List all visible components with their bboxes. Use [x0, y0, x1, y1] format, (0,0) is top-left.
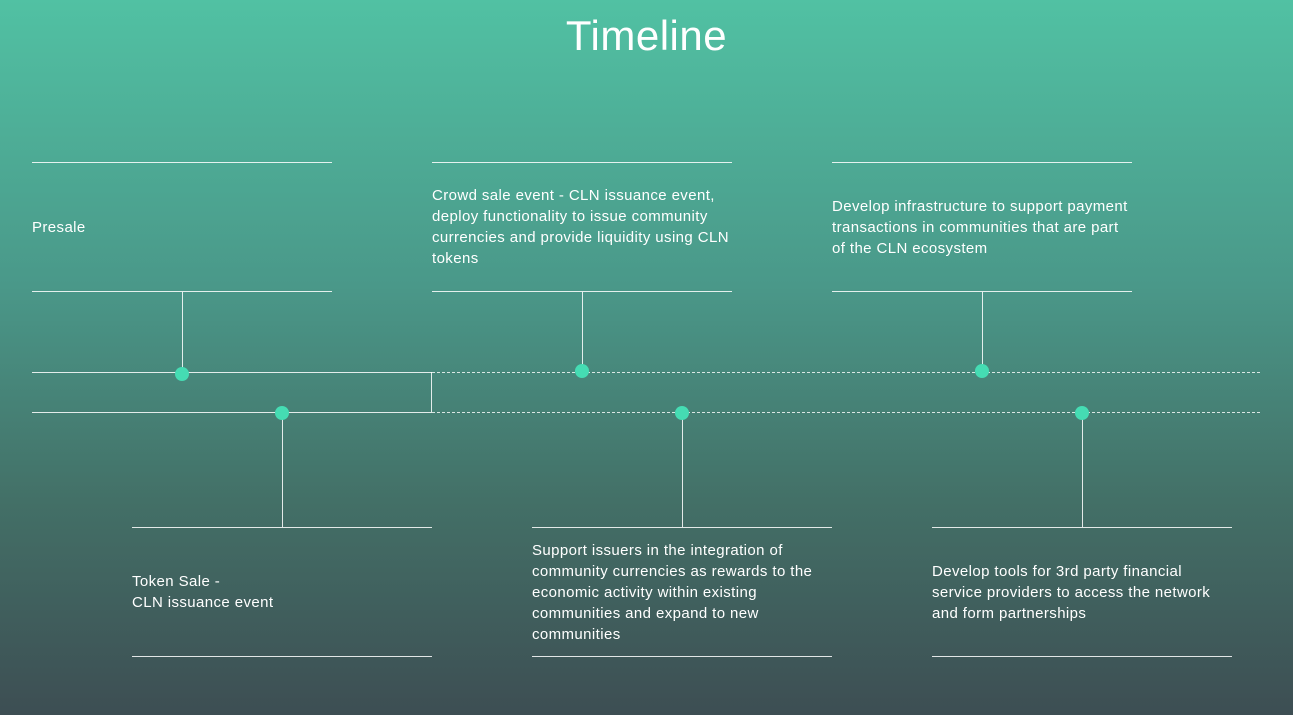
milestone-dot — [275, 406, 289, 420]
milestone-label: Support issuers in the integration of co… — [532, 541, 813, 643]
milestone-card: Presale — [32, 162, 332, 292]
milestone-dot — [575, 364, 589, 378]
milestone-dot — [1075, 406, 1089, 420]
milestone-card: Token Sale - CLN issuance event — [132, 527, 432, 657]
milestone-label: Crowd sale event - CLN issuance event, d… — [432, 187, 729, 267]
timeline-track-bottom-dashed — [432, 412, 1260, 413]
milestone-card: Crowd sale event - CLN issuance event, d… — [432, 162, 732, 292]
timeline-track-bottom-solid — [32, 412, 432, 413]
milestone-card: Develop infrastructure to support paymen… — [832, 162, 1132, 292]
milestone-connector — [1082, 413, 1083, 527]
progress-marker — [431, 372, 432, 412]
milestone-connector — [682, 413, 683, 527]
milestone-label: Token Sale - CLN issuance event — [132, 571, 273, 613]
milestone-label-line: Token Sale - CLN issuance event — [132, 573, 274, 611]
milestone-dot — [675, 406, 689, 420]
milestone-connector — [982, 292, 983, 371]
timeline-track-top-dashed — [432, 372, 1260, 373]
milestone-dot — [175, 367, 189, 381]
page-title: Timeline — [565, 12, 728, 59]
milestone-connector — [182, 292, 183, 374]
milestone-card: Support issuers in the integration of co… — [532, 527, 832, 657]
milestone-dot — [975, 364, 989, 378]
milestone-connector — [282, 413, 283, 527]
milestone-connector — [582, 292, 583, 371]
milestone-label: Presale — [32, 218, 86, 236]
milestone-label: Develop infrastructure to support paymen… — [832, 197, 1128, 257]
milestone-label: Develop tools for 3rd party financial se… — [932, 562, 1211, 622]
timeline-track-top-solid — [32, 372, 432, 373]
milestone-card: Develop tools for 3rd party financial se… — [932, 527, 1232, 657]
